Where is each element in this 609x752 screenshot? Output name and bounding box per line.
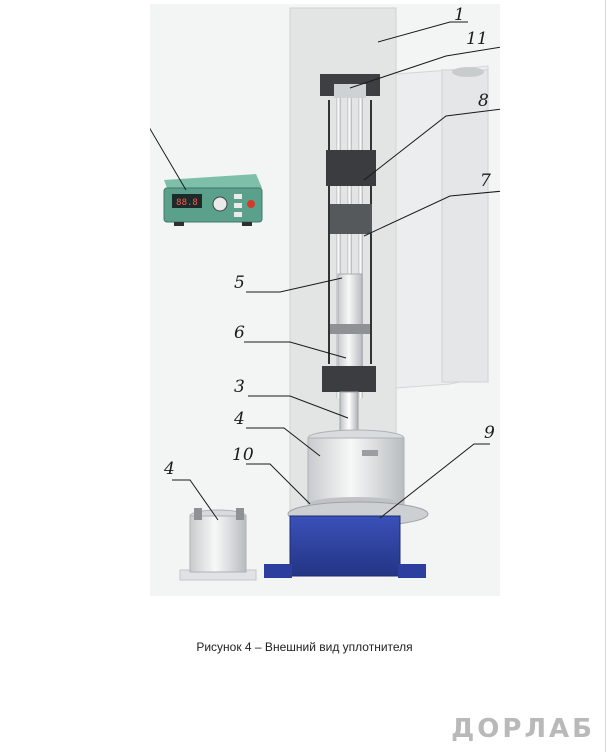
callout-9: 9: [484, 423, 495, 443]
callout-10: 10: [232, 445, 254, 465]
callout-8: 8: [478, 91, 489, 111]
mold-spare: [189, 515, 247, 573]
callout-11: 11: [466, 29, 488, 49]
blue-base: [289, 515, 401, 577]
controller-display: [172, 194, 202, 208]
weight-block-upper: [326, 150, 376, 186]
hammer-tube: [337, 273, 363, 371]
compactor-figure: 88.8 1 11 2 8 7: [150, 4, 500, 596]
controller-display-text: 88.8: [176, 198, 198, 208]
callout-3: 3: [234, 377, 245, 397]
callout-6: 6: [234, 323, 245, 343]
rammer-rod: [339, 391, 359, 437]
top-clamp: [334, 84, 366, 98]
watermark-logo: ДОРЛАБ: [451, 714, 595, 744]
callout-4-upper: 4: [233, 409, 245, 429]
callout-5: 5: [234, 273, 245, 293]
lower-clamp: [322, 366, 376, 392]
side-panel-hole: [452, 67, 484, 77]
hammer-collar: [330, 324, 370, 334]
mold-installed: [307, 437, 405, 505]
callout-4-lower: 4: [163, 459, 175, 479]
guide-rod-left: [336, 98, 341, 398]
side-panel-face: [441, 69, 489, 383]
callout-7: 7: [480, 171, 491, 191]
callout-1: 1: [454, 5, 465, 25]
controller-unit: 88.8: [163, 174, 263, 226]
figure-caption: Рисунок 4 – Внешний вид уплотнителя: [196, 640, 413, 654]
guide-rod-right: [358, 98, 363, 398]
compactor-illustration: 88.8 1 11 2 8 7: [150, 4, 500, 596]
base-foot-right: [398, 564, 426, 578]
weight-block-middle: [330, 204, 372, 234]
base-foot-left: [264, 564, 292, 578]
guide-rod-center: [347, 98, 352, 398]
